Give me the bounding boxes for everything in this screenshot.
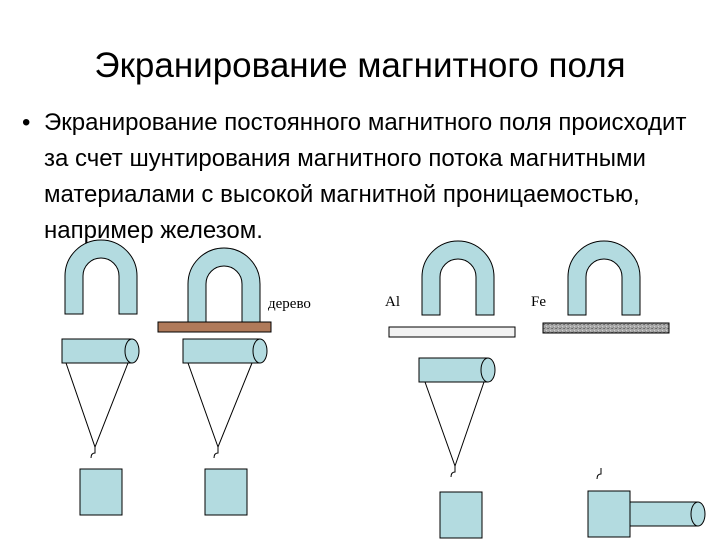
label-wood: дерево bbox=[268, 296, 311, 312]
bullet-text: Экранирование постоянного магнитного пол… bbox=[44, 109, 687, 244]
hook bbox=[213, 447, 219, 459]
label-iron: Fe bbox=[531, 294, 546, 310]
bullet-point: • Экранирование постоянного магнитного п… bbox=[22, 105, 712, 249]
suspension-strings bbox=[424, 381, 485, 468]
iron-plate bbox=[542, 322, 670, 334]
horseshoe-magnet bbox=[64, 239, 138, 315]
setup-wood-shield bbox=[157, 247, 272, 516]
hook bbox=[596, 468, 602, 480]
aluminum-plate bbox=[388, 326, 516, 338]
iron-armature bbox=[182, 338, 268, 364]
weight-block bbox=[439, 491, 483, 539]
bullet-symbol: • bbox=[22, 109, 31, 136]
label-aluminum: Al bbox=[385, 294, 400, 310]
iron-armature bbox=[61, 338, 140, 364]
suspension-strings bbox=[65, 362, 129, 449]
weight-block bbox=[79, 468, 123, 516]
slide-title: Экранирование магнитного поля bbox=[94, 46, 626, 85]
suspension-strings bbox=[187, 362, 253, 449]
hook bbox=[450, 466, 456, 478]
setup-no-shield bbox=[61, 239, 140, 516]
fallen-armature bbox=[629, 501, 706, 527]
horseshoe-magnet bbox=[187, 247, 261, 323]
horseshoe-magnet bbox=[421, 240, 495, 316]
setup-aluminum-shield bbox=[388, 240, 516, 539]
wood-plate bbox=[157, 321, 272, 333]
horseshoe-magnet bbox=[567, 240, 641, 316]
iron-armature bbox=[418, 357, 496, 383]
weight-block bbox=[204, 468, 248, 516]
setup-iron-shield bbox=[542, 240, 706, 538]
hook bbox=[90, 447, 96, 459]
weight-block bbox=[587, 490, 631, 538]
